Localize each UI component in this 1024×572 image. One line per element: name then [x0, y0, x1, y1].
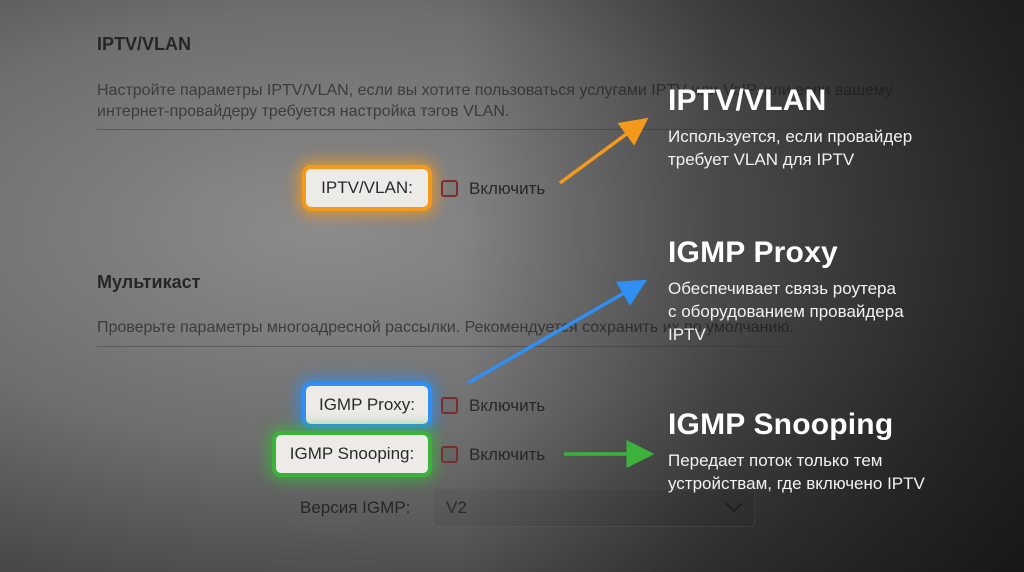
callout-iptv-title: IPTV/VLAN	[668, 84, 827, 117]
callout-igmp-snooping-line1: Передает поток только тем	[668, 451, 883, 470]
callout-igmp-proxy-title: IGMP Proxy	[668, 236, 838, 269]
callout-igmp-proxy-line2: с оборудованием провайдера	[668, 302, 904, 321]
callout-igmp-snooping-title: IGMP Snooping	[668, 408, 894, 441]
callout-iptv-line2: требует VLAN для IPTV	[668, 150, 855, 169]
callout-igmp-snooping-line2: устройствам, где включено IPTV	[668, 474, 925, 493]
callout-igmp-proxy-line3: IPTV	[668, 325, 706, 344]
callout-igmp-proxy-line1: Обеспечивает связь роутера	[668, 279, 896, 298]
arrow-icon	[467, 279, 648, 385]
callout-iptv-line1: Используется, если провайдер	[668, 127, 913, 146]
arrow-icon	[558, 117, 649, 185]
